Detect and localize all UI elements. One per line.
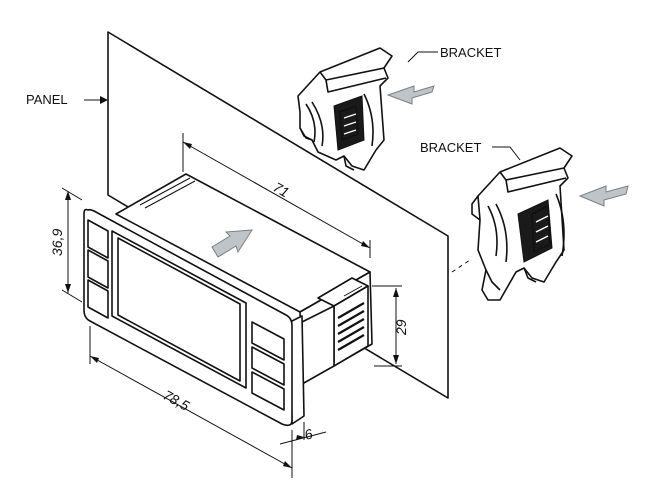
connector-hatch <box>337 285 365 351</box>
front-bezel <box>83 208 305 427</box>
insert-arrow-icon <box>211 229 253 258</box>
dimension-body-height-label: 29 <box>393 319 409 336</box>
bracket-right-label: BRACKET <box>420 140 481 155</box>
left-buttons <box>87 219 109 319</box>
panel-label: PANEL <box>26 92 68 107</box>
right-buttons <box>251 321 285 411</box>
bracket-right-label-group: BRACKET <box>420 140 521 161</box>
bracket-top <box>297 47 393 171</box>
dimension-body-height: 29 <box>372 285 409 367</box>
bracket-top-arrow-icon <box>386 85 435 105</box>
dimension-depth: 71 <box>182 133 371 258</box>
alignment-line <box>451 259 471 273</box>
bracket-right <box>471 147 573 301</box>
dimension-height: 36,9 <box>49 187 83 303</box>
dimension-height-label: 36,9 <box>49 229 65 256</box>
panel-label-group: PANEL <box>26 92 108 107</box>
bracket-top-label-group: BRACKET <box>407 45 501 63</box>
dimension-bezel-thickness-label: 6 <box>303 425 315 443</box>
bracket-right-arrow-icon <box>578 185 629 207</box>
dimension-bezel-thickness: 6 <box>279 422 327 446</box>
dimension-depth-label: 71 <box>271 179 292 201</box>
bracket-top-label: BRACKET <box>440 45 501 60</box>
